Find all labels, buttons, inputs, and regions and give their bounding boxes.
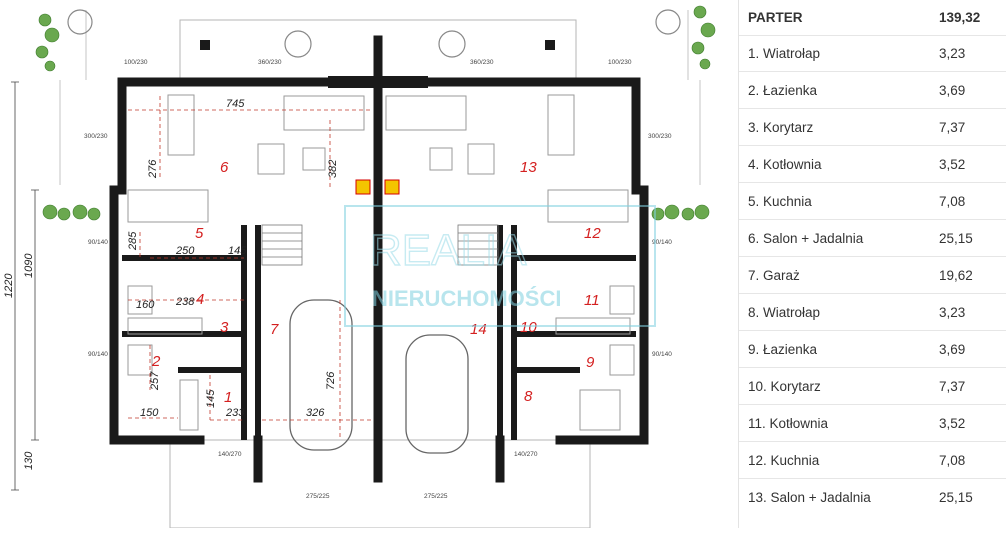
room-label: 8 <box>524 388 533 405</box>
watermark-main: REALIA <box>370 226 527 275</box>
room-label: 6 <box>220 159 229 176</box>
opening-label: 90/140 <box>88 239 108 246</box>
room-area: 7,08 <box>939 453 966 468</box>
room-name: 11. Kotłownia <box>748 416 829 431</box>
dimension-label: 257 <box>149 371 161 391</box>
room-area: 3,52 <box>939 157 966 172</box>
opening-label: 275/225 <box>424 493 448 500</box>
room-name: 10. Korytarz <box>748 379 821 394</box>
room-label: 2 <box>151 353 161 370</box>
floor-name: PARTER <box>748 10 803 25</box>
table-row: 12. Kuchnia 7,08 <box>739 443 1006 479</box>
room-name: 4. Kotłownia <box>748 157 822 172</box>
table-row: 5. Kuchnia 7,08 <box>739 184 1006 220</box>
room-area: 19,62 <box>939 268 973 283</box>
dimension-label: 326 <box>306 407 325 419</box>
dimension-label: 145 <box>228 245 247 257</box>
room-label: 9 <box>586 354 595 371</box>
dimension-label: 150 <box>140 407 159 419</box>
room-name: 5. Kuchnia <box>748 194 812 209</box>
room-name: 6. Salon + Jadalnia <box>748 231 864 246</box>
opening-label: 140/270 <box>218 451 242 458</box>
table-row: 10. Korytarz 7,37 <box>739 369 1006 405</box>
opening-label: 90/140 <box>652 351 672 358</box>
dimension-label: 285 <box>127 231 139 251</box>
room-area: 7,37 <box>939 120 966 135</box>
opening-label: 300/230 <box>84 133 108 140</box>
floor-plan-drawing: 1 2 3 4 5 6 7 8 9 10 11 12 13 14 745 276… <box>3 5 716 529</box>
room-label: 4 <box>196 291 204 308</box>
room-name: 9. Łazienka <box>748 342 818 357</box>
room-name: 7. Garaż <box>748 268 800 283</box>
table-row: 1. Wiatrołap 3,23 <box>739 36 1006 72</box>
side-dimension: 1220 <box>3 273 15 298</box>
table-row: 3. Korytarz 7,37 <box>739 110 1006 146</box>
room-name: 1. Wiatrołap <box>748 46 821 61</box>
room-area: 3,69 <box>939 83 966 98</box>
room-area: 3,23 <box>939 305 966 320</box>
dimension-label: 745 <box>226 98 245 110</box>
table-row: 6. Salon + Jadalnia 25,15 <box>739 221 1006 257</box>
dimension-label: 276 <box>147 159 159 179</box>
room-label: 5 <box>195 225 204 242</box>
floor-total-area: 139,32 <box>939 10 981 25</box>
side-dimension: 1090 <box>23 253 35 278</box>
side-dimension: 130 <box>23 451 35 470</box>
dimension-label: 382 <box>327 160 339 178</box>
opening-label: 360/230 <box>258 59 282 66</box>
table-row: 11. Kotłownia 3,52 <box>739 406 1006 442</box>
table-header-row: PARTER 139,32 <box>739 0 1006 36</box>
table-row: 7. Garaż 19,62 <box>739 258 1006 294</box>
table-row: 13. Salon + Jadalnia 25,15 <box>739 480 1006 516</box>
room-area-table: PARTER 139,32 1. Wiatrołap 3,23 2. Łazie… <box>738 0 1006 528</box>
watermark-sub: NIERUCHOMOŚCI <box>372 286 561 311</box>
room-area: 7,37 <box>939 379 966 394</box>
table-row: 2. Łazienka 3,69 <box>739 73 1006 109</box>
table-row: 9. Łazienka 3,69 <box>739 332 1006 368</box>
room-area: 7,08 <box>939 194 966 209</box>
room-name: 13. Salon + Jadalnia <box>748 490 871 505</box>
room-area: 3,52 <box>939 416 966 431</box>
dimension-label: 726 <box>325 371 337 390</box>
room-label: 12 <box>584 225 601 242</box>
room-area: 3,23 <box>939 46 966 61</box>
opening-label: 100/230 <box>124 59 148 66</box>
dimension-label: 238 <box>175 296 195 308</box>
room-label: 14 <box>470 321 487 338</box>
opening-label: 360/230 <box>470 59 494 66</box>
opening-label: 140/270 <box>514 451 538 458</box>
dimension-label: 160 <box>136 299 155 311</box>
room-name: 3. Korytarz <box>748 120 814 135</box>
table-row: 4. Kotłownia 3,52 <box>739 147 1006 183</box>
watermark: REALIA NIERUCHOMOŚCI <box>344 205 656 327</box>
room-name: 12. Kuchnia <box>748 453 820 468</box>
room-area: 25,15 <box>939 490 973 505</box>
dimension-label: 145 <box>205 389 217 408</box>
room-area: 3,69 <box>939 342 966 357</box>
dimension-label: 233 <box>225 407 245 419</box>
room-label: 11 <box>584 292 600 309</box>
room-label: 10 <box>520 319 537 336</box>
opening-label: 90/140 <box>652 239 672 246</box>
room-label: 3 <box>220 319 229 336</box>
room-name: 2. Łazienka <box>748 83 818 98</box>
dimension-label: 250 <box>175 245 195 257</box>
opening-label: 300/230 <box>648 133 672 140</box>
opening-label: 275/225 <box>306 493 330 500</box>
table-row: 8. Wiatrołap 3,23 <box>739 295 1006 331</box>
room-area: 25,15 <box>939 231 973 246</box>
room-name: 8. Wiatrołap <box>748 305 821 320</box>
opening-label: 90/140 <box>88 351 108 358</box>
opening-label: 100/230 <box>608 59 632 66</box>
floor-plan: 1 2 3 4 5 6 7 8 9 10 11 12 13 14 745 276… <box>3 5 716 529</box>
room-label: 7 <box>270 321 279 338</box>
room-label: 13 <box>520 159 537 176</box>
room-label: 1 <box>224 389 232 406</box>
